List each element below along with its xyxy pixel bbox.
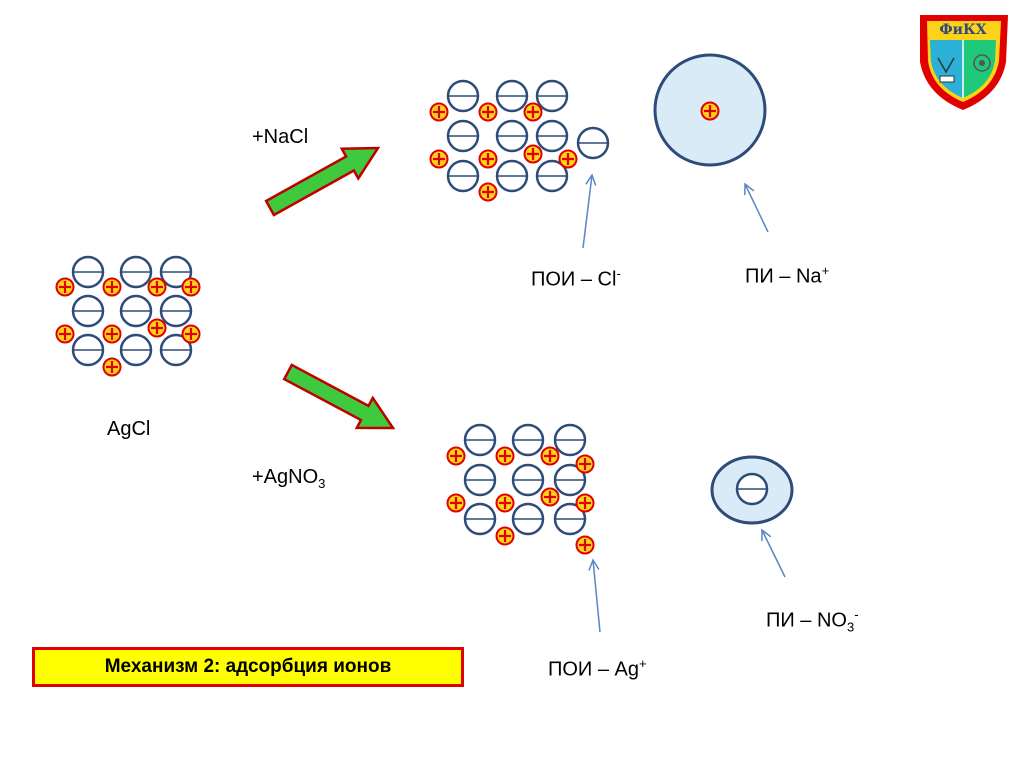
agno3-subscript: 3 [318,476,326,491]
logo-text: ФиКХ [939,22,986,38]
anion-icon [159,294,193,328]
anion-icon [119,333,153,367]
university-shield-logo: ФиКХ [920,15,1008,110]
poi-cl-text: ПОИ – Cl [531,268,617,291]
cation-icon [478,182,498,202]
pointer-poi-cl [582,173,597,249]
cation-icon [540,487,560,507]
label-poi-cl: ПОИ – Cl- [531,266,621,292]
cation-icon [575,535,595,555]
label-pi-na: ПИ – Na+ [745,263,829,289]
anion-icon [535,119,569,153]
poi-ag-charge: + [639,656,647,671]
cation-icon [429,149,449,169]
anion-icon [71,294,105,328]
label-agcl: AgCl [107,418,150,441]
cation-icon [102,357,122,377]
cation-icon [446,493,466,513]
crystal-agno3 [446,423,595,555]
anion-icon [535,79,569,113]
mechanism-title-box: Механизм 2: адсорбция ионов [32,647,464,687]
anion-icon [495,119,529,153]
anion-icon [71,255,105,289]
cation-icon [523,102,543,122]
anion-icon [119,294,153,328]
label-agno3: +AgNO3 [252,466,325,491]
anion-icon [159,255,193,289]
crystals [55,79,610,555]
label-pi-no3: ПИ – NO3- [766,607,859,635]
pointer-pi-no3 [761,528,786,578]
cation-icon [558,149,578,169]
pointer-pi-na [744,182,769,233]
cation-icon [495,526,515,546]
anion-icon [495,79,529,113]
pointer-lines [582,173,786,633]
anion-icon [119,255,153,289]
anion-icon [159,333,193,367]
nacl-text: +NaCl [252,126,309,148]
pointer-poi-ag [588,558,601,633]
crystal-agcl [55,255,201,377]
arrow-to-agno3 [282,363,396,430]
no3-ion-shell [710,455,794,525]
cation-icon [575,454,595,474]
poi-ag-text: ПОИ – Ag [548,658,640,681]
cation-icon [523,144,543,164]
anion-icon [463,502,497,536]
reaction-arrows [264,146,396,430]
anion-icon [446,79,480,113]
na-cation-icon [700,101,720,121]
cation-icon [478,149,498,169]
cation-icon [55,324,75,344]
label-nacl: +NaCl [252,126,308,149]
cation-icon [540,446,560,466]
anion-icon [71,333,105,367]
cation-icon [181,277,201,297]
cation-icon [147,277,167,297]
anion-icon [463,463,497,497]
cation-icon [446,446,466,466]
anion-icon [463,423,497,457]
cation-icon [102,277,122,297]
anion-icon [511,423,545,457]
anion-icon [446,119,480,153]
cation-icon [478,102,498,122]
pi-na-text: ПИ – Na [745,265,822,288]
cation-icon [102,324,122,344]
cation-icon [181,324,201,344]
anion-icon [553,502,587,536]
cation-icon [55,277,75,297]
cation-icon [495,493,515,513]
anion-icon [535,159,569,193]
anion-icon [576,126,610,160]
na-ion-shell [653,53,767,167]
anion-icon [446,159,480,193]
arrow-to-nacl [264,146,381,217]
anion-icon [553,423,587,457]
cation-icon [429,102,449,122]
anion-icon [511,463,545,497]
pi-na-charge: + [821,263,830,278]
anion-icon [511,502,545,536]
pi-no3-text: ПИ – NO [766,609,847,632]
pi-no3-charge: - [854,607,859,622]
agno3-text: +AgNO [252,466,319,488]
agcl-text: AgCl [107,418,151,440]
poi-cl-charge: - [616,266,621,281]
cation-icon [575,493,595,513]
cation-icon [495,446,515,466]
mechanism-title: Механизм 2: адсорбция ионов [104,656,392,677]
no3-anion-icon [735,472,769,506]
cation-icon [147,318,167,338]
crystal-nacl [429,79,610,202]
label-poi-ag: ПОИ – Ag+ [548,656,647,682]
anion-icon [495,159,529,193]
pi-no3-subscript: 3 [847,619,855,635]
anion-icon [553,463,587,497]
